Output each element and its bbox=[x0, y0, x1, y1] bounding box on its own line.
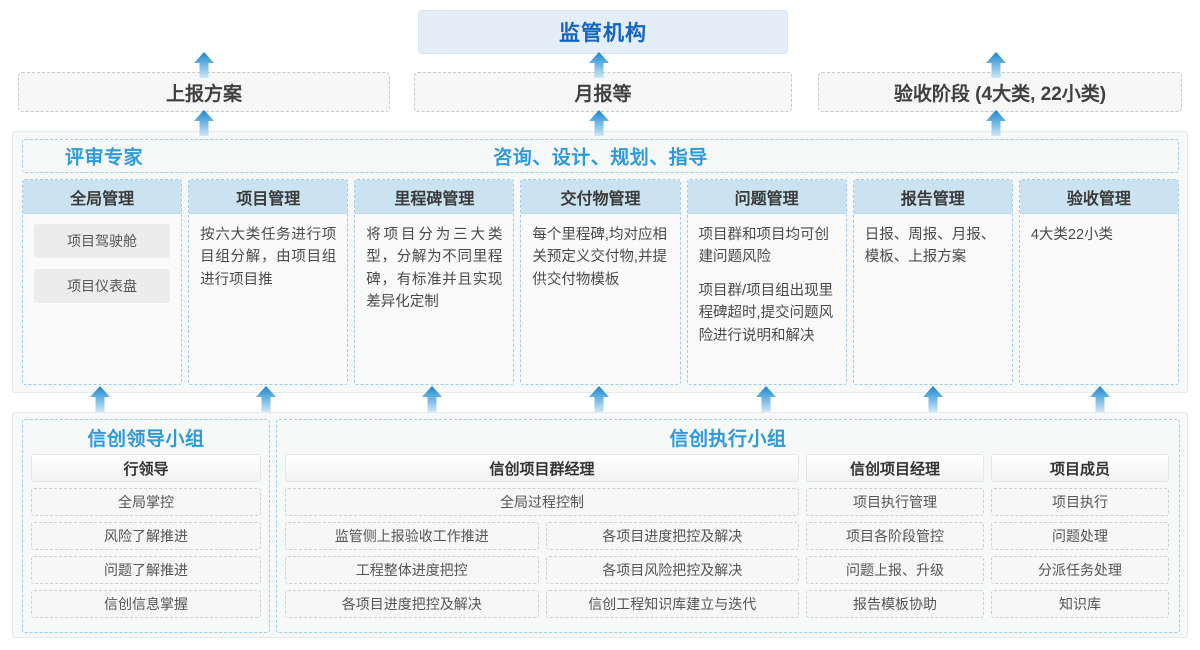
arrow-up-icon bbox=[588, 110, 610, 136]
capability-column-acceptance[interactable]: 验收管理 4大类22小类 bbox=[1018, 179, 1179, 385]
role-bank-leader: 行领导 全局掌控 风险了解推进 问题了解推进 信创信息掌握 bbox=[31, 454, 261, 618]
list-item[interactable]: 风险了解推进 bbox=[31, 522, 261, 550]
report-bar-acceptance: 验收阶段 (4大类, 22小类) bbox=[818, 72, 1182, 112]
list-item[interactable]: 信创信息掌握 bbox=[31, 590, 261, 618]
column-title: 验收管理 bbox=[1019, 180, 1178, 214]
role-items: 项目执行 问题处理 分派任务处理 知识库 bbox=[991, 488, 1169, 618]
arrow-up-icon bbox=[985, 52, 1007, 78]
role-header[interactable]: 行领导 bbox=[31, 454, 261, 482]
list-item[interactable]: 项目执行管理 bbox=[806, 488, 984, 516]
report-bar-label: 月报等 bbox=[574, 83, 632, 105]
list-item[interactable]: 项目各阶段管控 bbox=[806, 522, 984, 550]
arrow-up-icon bbox=[1089, 386, 1111, 412]
regulatory-authority-box: 监管机构 bbox=[418, 10, 788, 54]
column-paragraph: 按六大类任务进行项目组分解，由项目组进行项目推 bbox=[200, 227, 337, 288]
arrow-up-icon bbox=[193, 110, 215, 136]
list-item[interactable]: 问题上报、升级 bbox=[806, 556, 984, 584]
capability-column-global[interactable]: 全局管理 项目驾驶舱 项目仪表盘 bbox=[22, 179, 183, 385]
execution-group-panel: 信创执行小组 信创项目群经理 全局过程控制 监管侧上报验收工作推进 工程整体进度… bbox=[276, 419, 1180, 633]
list-item[interactable]: 各项目进度把控及解决 bbox=[545, 522, 799, 550]
column-title: 全局管理 bbox=[23, 180, 182, 214]
role-items: 各项目进度把控及解决 各项目风险把控及解决 信创工程知识库建立与迭代 bbox=[545, 522, 799, 618]
list-item[interactable]: 监管侧上报验收工作推进 bbox=[285, 522, 539, 550]
list-item[interactable]: 问题处理 bbox=[991, 522, 1169, 550]
column-body: 4大类22小类 bbox=[1020, 214, 1178, 384]
column-title: 问题管理 bbox=[687, 180, 846, 214]
role-items: 监管侧上报验收工作推进 工程整体进度把控 各项目进度把控及解决 bbox=[285, 522, 539, 618]
column-paragraph: 日报、周报、月报、模板、上报方案 bbox=[864, 227, 996, 266]
column-paragraph: 4大类22小类 bbox=[1030, 227, 1114, 243]
organization-section: 信创领导小组 行领导 全局掌控 风险了解推进 问题了解推进 信创信息掌握 信创执… bbox=[12, 412, 1188, 638]
list-item[interactable]: 知识库 bbox=[991, 590, 1169, 618]
capability-columns: 全局管理 项目驾驶舱 项目仪表盘 项目管理 按六大类任务进行项目组分解，由项目组… bbox=[22, 179, 1179, 385]
role-items: 全局掌控 风险了解推进 问题了解推进 信创信息掌握 bbox=[31, 488, 261, 618]
role-project-manager: 信创项目经理 项目执行管理 项目各阶段管控 问题上报、升级 报告模板协助 bbox=[806, 454, 984, 618]
arrow-up-icon bbox=[922, 386, 944, 412]
role-items: 项目执行管理 项目各阶段管控 问题上报、升级 报告模板协助 bbox=[806, 488, 984, 618]
capability-column-milestone[interactable]: 里程碑管理 将项目分为三大类型，分解为不同里程碑，有标准并且实现差异化定制 bbox=[354, 179, 515, 385]
list-item[interactable]: 各项目进度把控及解决 bbox=[285, 590, 539, 618]
capability-column-report[interactable]: 报告管理 日报、周报、月报、模板、上报方案 bbox=[852, 179, 1013, 385]
chip-item[interactable]: 项目仪表盘 bbox=[34, 269, 171, 303]
report-bar-label: 上报方案 bbox=[165, 83, 242, 105]
list-item[interactable]: 问题了解推进 bbox=[31, 556, 261, 584]
list-item[interactable]: 报告模板协助 bbox=[806, 590, 984, 618]
capability-section: 评审专家 咨询、设计、规划、指导 全局管理 项目驾驶舱 项目仪表盘 项目管理 按… bbox=[12, 131, 1188, 393]
list-item[interactable]: 全局过程控制 bbox=[285, 488, 799, 516]
leadership-group-panel: 信创领导小组 行领导 全局掌控 风险了解推进 问题了解推进 信创信息掌握 bbox=[22, 419, 270, 633]
role-program-manager: 信创项目群经理 全局过程控制 监管侧上报验收工作推进 工程整体进度把控 各项目进… bbox=[285, 454, 799, 618]
arrow-up-icon bbox=[588, 52, 610, 78]
role-header[interactable]: 信创项目群经理 bbox=[285, 454, 799, 482]
column-body: 日报、周报、月报、模板、上报方案 bbox=[854, 214, 1012, 384]
chip-item[interactable]: 项目驾驶舱 bbox=[34, 224, 171, 258]
list-item[interactable]: 工程整体进度把控 bbox=[285, 556, 539, 584]
list-item[interactable]: 全局掌控 bbox=[31, 488, 261, 516]
capability-column-project[interactable]: 项目管理 按六大类任务进行项目组分解，由项目组进行项目推 bbox=[188, 179, 349, 385]
column-title: 项目管理 bbox=[189, 180, 348, 214]
arrow-up-icon bbox=[255, 386, 277, 412]
column-title: 交付物管理 bbox=[521, 180, 680, 214]
column-paragraph: 项目群和项目均可创建问题风险 bbox=[698, 227, 830, 266]
arrow-up-icon bbox=[755, 386, 777, 412]
arrow-up-icon bbox=[985, 110, 1007, 136]
regulatory-authority-label: 监管机构 bbox=[559, 22, 647, 45]
column-title: 里程碑管理 bbox=[355, 180, 514, 214]
role-project-member: 项目成员 项目执行 问题处理 分派任务处理 知识库 bbox=[991, 454, 1169, 618]
column-body: 项目群和项目均可创建问题风险 项目群/项目组出现里程碑超时,提交问题风险进行说明… bbox=[688, 214, 846, 384]
capability-section-header: 评审专家 咨询、设计、规划、指导 bbox=[22, 139, 1179, 173]
role-header[interactable]: 信创项目经理 bbox=[806, 454, 984, 482]
column-body: 项目驾驶舱 项目仪表盘 bbox=[23, 214, 181, 384]
role-header[interactable]: 项目成员 bbox=[991, 454, 1169, 482]
capability-column-issue[interactable]: 问题管理 项目群和项目均可创建问题风险 项目群/项目组出现里程碑超时,提交问题风… bbox=[686, 179, 847, 385]
leadership-group-title: 信创领导小组 bbox=[87, 429, 205, 450]
list-item[interactable]: 各项目风险把控及解决 bbox=[545, 556, 799, 584]
review-expert-label: 评审专家 bbox=[65, 147, 144, 169]
capability-column-deliverable[interactable]: 交付物管理 每个里程碑,均对应相关预定义交付物,并提供交付物模板 bbox=[520, 179, 681, 385]
column-body: 按六大类任务进行项目组分解，由项目组进行项目推 bbox=[189, 214, 347, 384]
execution-group-title: 信创执行小组 bbox=[669, 429, 787, 450]
execution-roles: 信创项目群经理 全局过程控制 监管侧上报验收工作推进 工程整体进度把控 各项目进… bbox=[285, 454, 1171, 618]
list-item[interactable]: 信创工程知识库建立与迭代 bbox=[545, 590, 799, 618]
column-body: 将项目分为三大类型，分解为不同里程碑，有标准并且实现差异化定制 bbox=[355, 214, 513, 384]
arrow-up-icon bbox=[421, 386, 443, 412]
consulting-label: 咨询、设计、规划、指导 bbox=[493, 147, 708, 169]
report-bar-monthly: 月报等 bbox=[414, 72, 792, 112]
list-item[interactable]: 分派任务处理 bbox=[991, 556, 1169, 584]
column-body: 每个里程碑,均对应相关预定义交付物,并提供交付物模板 bbox=[521, 214, 679, 384]
role-subcolumns: 监管侧上报验收工作推进 工程整体进度把控 各项目进度把控及解决 各项目进度把控及… bbox=[285, 522, 799, 618]
arrow-up-icon bbox=[588, 386, 610, 412]
list-item[interactable]: 项目执行 bbox=[991, 488, 1169, 516]
column-paragraph: 项目群/项目组出现里程碑超时,提交问题风险进行说明和解决 bbox=[698, 282, 834, 344]
column-title: 报告管理 bbox=[853, 180, 1012, 214]
column-paragraph: 将项目分为三大类型，分解为不同里程碑，有标准并且实现差异化定制 bbox=[366, 227, 503, 311]
arrow-up-icon bbox=[89, 386, 111, 412]
column-paragraph: 每个里程碑,均对应相关预定义交付物,并提供交付物模板 bbox=[532, 227, 667, 288]
report-bar-label: 验收阶段 (4大类, 22小类) bbox=[893, 83, 1107, 105]
arrow-up-icon bbox=[193, 52, 215, 78]
report-bar-plan: 上报方案 bbox=[18, 72, 390, 112]
